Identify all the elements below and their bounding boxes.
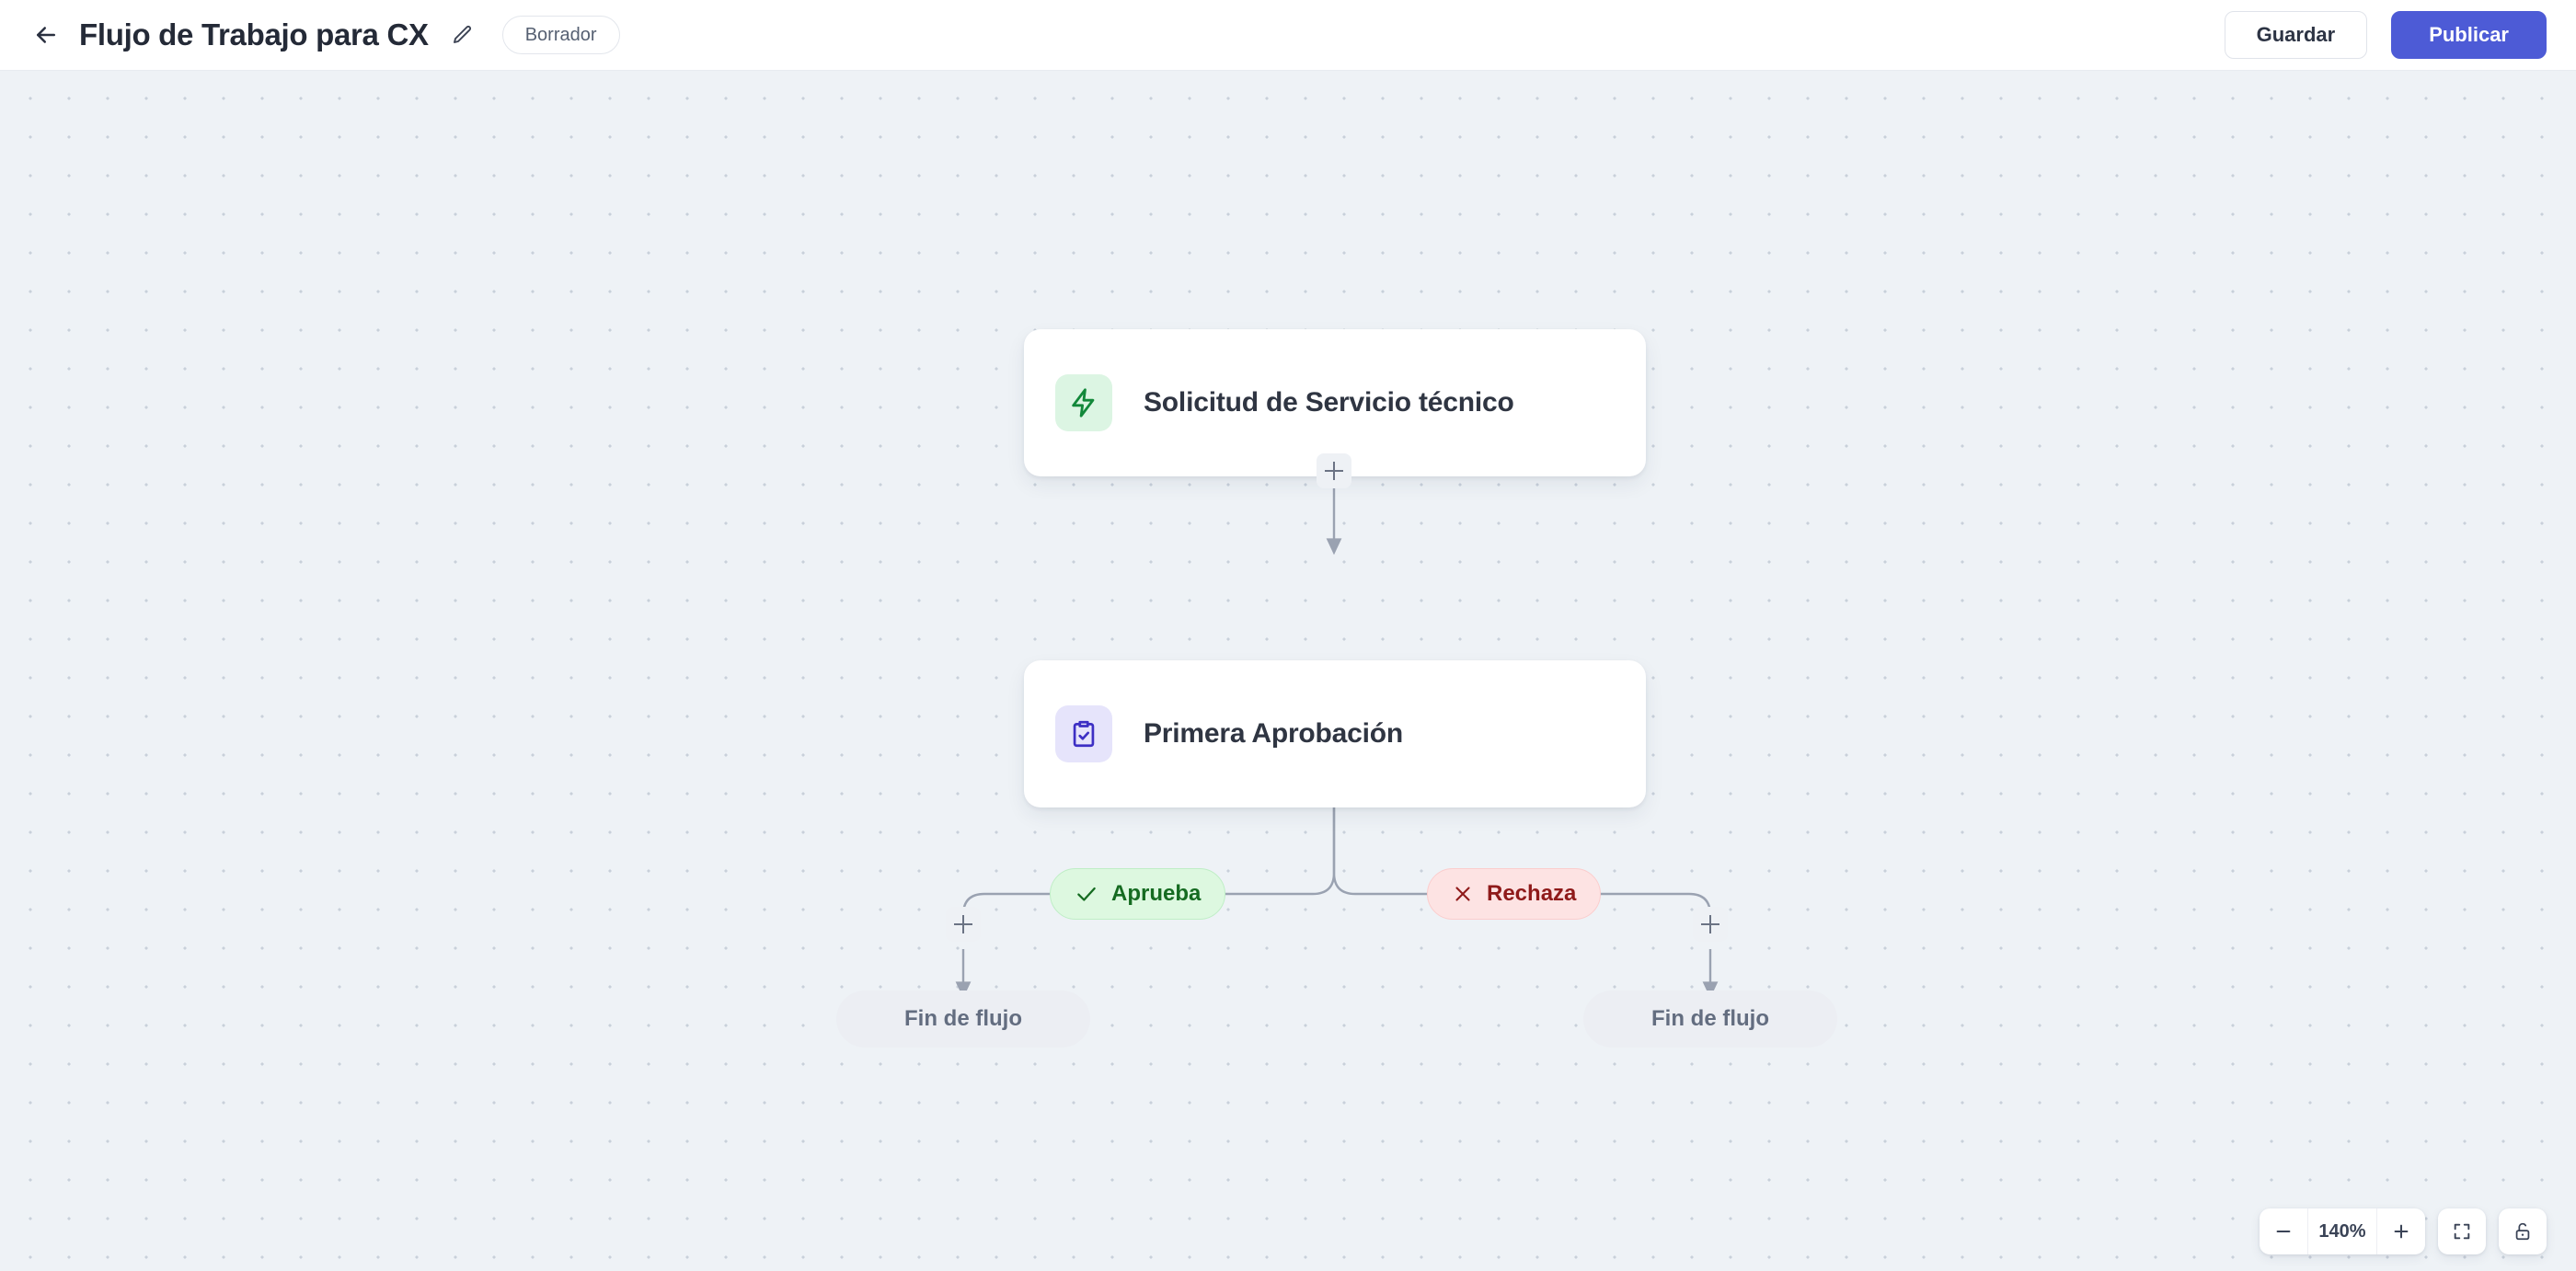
node-approval[interactable]: Primera Aprobación <box>1024 660 1646 807</box>
fit-view-button[interactable] <box>2438 1208 2486 1254</box>
add-step-button-left[interactable] <box>946 907 981 942</box>
app-header: Flujo de Trabajo para CX Borrador Guarda… <box>0 0 2576 71</box>
node-title: Solicitud de Servicio técnico <box>1144 387 1514 418</box>
lock-canvas-button[interactable] <box>2499 1208 2547 1254</box>
end-node-left[interactable]: Fin de flujo <box>836 990 1090 1048</box>
branch-label-reject[interactable]: Rechaza <box>1427 868 1602 920</box>
zoom-in-button[interactable] <box>2377 1208 2425 1254</box>
unlock-icon <box>2515 1222 2530 1241</box>
branch-label-text: Aprueba <box>1111 881 1202 906</box>
branch-label-approve[interactable]: Aprueba <box>1050 868 1226 920</box>
node-icon-container <box>1055 374 1112 431</box>
save-button[interactable]: Guardar <box>2224 11 2368 59</box>
zoom-control-group: 140% <box>2260 1208 2425 1254</box>
check-icon <box>1077 887 1096 901</box>
edit-title-button[interactable] <box>447 19 478 51</box>
status-badge: Borrador <box>501 16 620 54</box>
lightning-bolt-icon <box>1072 388 1095 418</box>
zoom-out-button[interactable] <box>2260 1208 2307 1254</box>
view-controls: 140% <box>2260 1208 2547 1254</box>
add-step-button-trunk[interactable] <box>1317 453 1351 488</box>
end-node-right[interactable]: Fin de flujo <box>1583 990 1837 1048</box>
arrow-left-icon <box>37 27 55 43</box>
back-button[interactable] <box>26 15 66 55</box>
node-title: Primera Aprobación <box>1144 718 1404 749</box>
flow-layer: Solicitud de Servicio técnico Primera Ap… <box>0 71 2576 1271</box>
minus-icon <box>2276 1230 2291 1233</box>
pencil-icon <box>453 26 471 43</box>
zoom-level-label[interactable]: 140% <box>2307 1208 2377 1254</box>
clipboard-check-icon <box>1073 720 1095 748</box>
x-icon <box>1455 887 1470 901</box>
plus-icon <box>2394 1224 2409 1239</box>
flow-canvas[interactable]: Solicitud de Servicio técnico Primera Ap… <box>0 71 2576 1271</box>
fit-view-icon <box>2454 1223 2470 1240</box>
publish-button[interactable]: Publicar <box>2391 11 2547 59</box>
add-step-button-right[interactable] <box>1693 907 1728 942</box>
page-title: Flujo de Trabajo para CX <box>79 17 429 52</box>
node-icon-container <box>1055 705 1112 762</box>
branch-label-text: Rechaza <box>1487 881 1577 906</box>
